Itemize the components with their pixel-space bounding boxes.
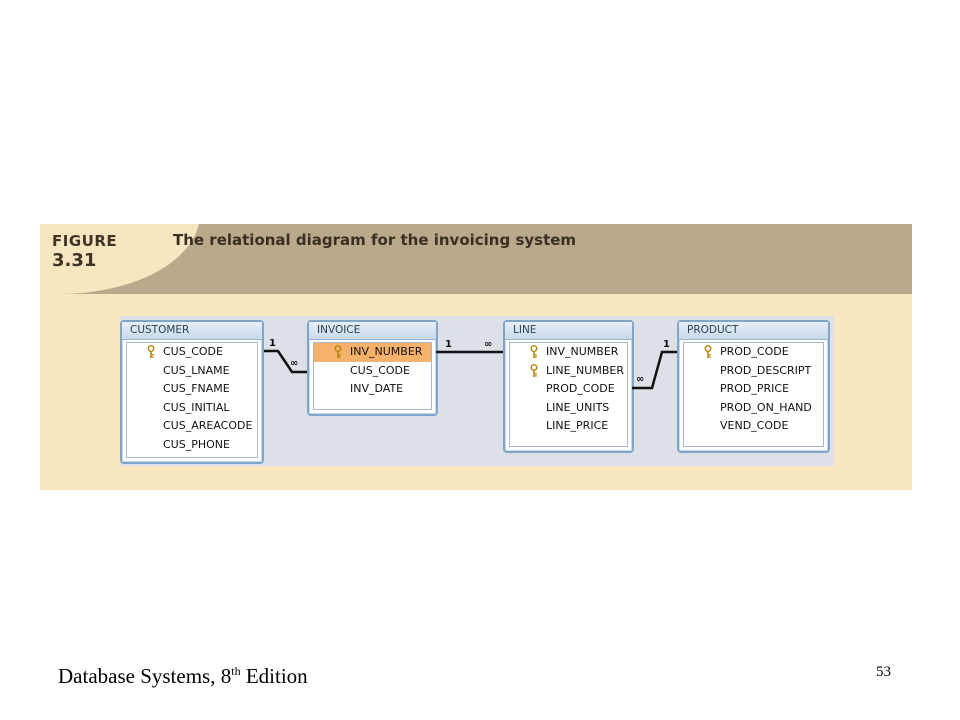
field-row[interactable]: CUS_LNAME xyxy=(127,362,257,381)
field-list: CUS_CODE CUS_LNAME CUS_FNAME CUS_INITIAL CUS… xyxy=(126,342,258,458)
field-name: CUS_CODE xyxy=(350,363,410,377)
field-name: CUS_PHONE xyxy=(163,437,230,451)
field-row[interactable]: PROD_ON_HAND xyxy=(684,399,823,418)
field-name: CUS_AREACODE xyxy=(163,419,253,432)
primary-key-icon xyxy=(334,345,342,359)
field-name: INV_DATE xyxy=(350,382,404,395)
table-product[interactable]: PRODUCT PROD_CODE PROD_DESCRIPT PROD_PRICE… xyxy=(677,320,830,453)
field-row[interactable]: PROD_PRICE xyxy=(684,380,823,399)
table-line[interactable]: LINE INV_NUMBER LINE_NUMBER PROD_CODE LINE_… xyxy=(503,320,634,453)
field-name: LINE_NUMBER xyxy=(546,363,624,377)
field-name: PROD_PRICE xyxy=(720,382,790,395)
field-list: INV_NUMBER LINE_NUMBER PROD_CODE LINE_UNITS… xyxy=(509,342,628,447)
field-list: INV_NUMBER CUS_CODE INV_DATE xyxy=(313,342,432,410)
field-name: PROD_DESCRIPT xyxy=(720,363,812,377)
field-name: INV_NUMBER xyxy=(546,345,619,358)
many-marker: ∞ xyxy=(636,374,644,385)
field-name: PROD_ON_HAND xyxy=(720,400,812,414)
field-name: LINE_PRICE xyxy=(546,419,609,432)
field-name: LINE_UNITS xyxy=(546,400,610,414)
relationship-lines: 1 ∞ 1 ∞ 1 ∞ xyxy=(264,338,677,390)
field-name: CUS_FNAME xyxy=(163,382,230,395)
field-row[interactable]: PROD_CODE xyxy=(510,380,627,399)
relationship-invoice-line: 1 ∞ xyxy=(436,339,503,354)
field-name: PROD_CODE xyxy=(546,382,615,395)
field-row[interactable]: CUS_PHONE xyxy=(127,436,257,455)
field-row[interactable]: PROD_CODE xyxy=(684,343,823,362)
one-marker: 1 xyxy=(269,338,276,349)
relationship-line-product: 1 ∞ xyxy=(632,339,677,390)
field-row[interactable]: INV_DATE xyxy=(314,380,431,399)
field-row[interactable]: INV_NUMBER xyxy=(510,343,627,362)
field-name: PROD_CODE xyxy=(720,345,789,358)
one-marker: 1 xyxy=(663,339,670,350)
field-row[interactable]: LINE_PRICE xyxy=(510,417,627,436)
figure-label: FIGURE xyxy=(52,232,118,250)
footer-book-title: Database Systems, 8th Edition xyxy=(58,664,308,689)
relationship-customer-invoice: 1 ∞ xyxy=(264,338,307,374)
field-name: INV_NUMBER xyxy=(350,345,423,358)
table-title: INVOICE xyxy=(309,322,436,340)
field-row[interactable]: CUS_AREACODE xyxy=(127,417,257,436)
table-invoice[interactable]: INVOICE INV_NUMBER CUS_CODE INV_DATE xyxy=(307,320,438,416)
field-row[interactable]: CUS_FNAME xyxy=(127,380,257,399)
figure-number: 3.31 xyxy=(52,250,97,271)
field-name: VEND_CODE xyxy=(720,419,789,432)
table-title: PRODUCT xyxy=(679,322,828,340)
primary-key-icon xyxy=(530,345,538,359)
field-row[interactable]: CUS_INITIAL xyxy=(127,399,257,418)
table-title: LINE xyxy=(505,322,632,340)
field-name: CUS_CODE xyxy=(163,345,223,358)
field-row[interactable]: LINE_UNITS xyxy=(510,399,627,418)
field-row[interactable]: VEND_CODE xyxy=(684,417,823,436)
relationship-diagram: CUSTOMER CUS_CODE CUS_LNAME CUS_FNAME CUS_I… xyxy=(120,316,834,466)
book-title-suffix: Edition xyxy=(240,664,308,688)
field-row[interactable]: CUS_CODE xyxy=(127,343,257,362)
table-customer[interactable]: CUSTOMER CUS_CODE CUS_LNAME CUS_FNAME CUS_I… xyxy=(120,320,264,464)
figure-panel: FIGURE 3.31 The relational diagram for t… xyxy=(40,224,912,490)
many-marker: ∞ xyxy=(484,339,492,350)
page-number: 53 xyxy=(876,664,891,680)
field-row[interactable]: LINE_NUMBER xyxy=(510,362,627,381)
book-title-superscript: th xyxy=(231,664,241,678)
field-name: CUS_LNAME xyxy=(163,363,230,377)
field-row[interactable]: PROD_DESCRIPT xyxy=(684,362,823,381)
primary-key-icon xyxy=(530,363,538,378)
primary-key-icon xyxy=(147,345,155,359)
primary-key-icon xyxy=(704,345,712,359)
field-row[interactable]: CUS_CODE xyxy=(314,362,431,381)
field-name: CUS_INITIAL xyxy=(163,400,230,414)
many-marker: ∞ xyxy=(290,358,298,369)
figure-title: The relational diagram for the invoicing… xyxy=(173,231,577,249)
table-title: CUSTOMER xyxy=(122,322,262,340)
one-marker: 1 xyxy=(445,339,452,350)
figure-header: FIGURE 3.31 The relational diagram for t… xyxy=(40,224,912,294)
field-row[interactable]: INV_NUMBER xyxy=(314,343,431,362)
field-list: PROD_CODE PROD_DESCRIPT PROD_PRICE PROD_ON_… xyxy=(683,342,824,447)
book-title-text: Database Systems, 8 xyxy=(58,664,232,688)
